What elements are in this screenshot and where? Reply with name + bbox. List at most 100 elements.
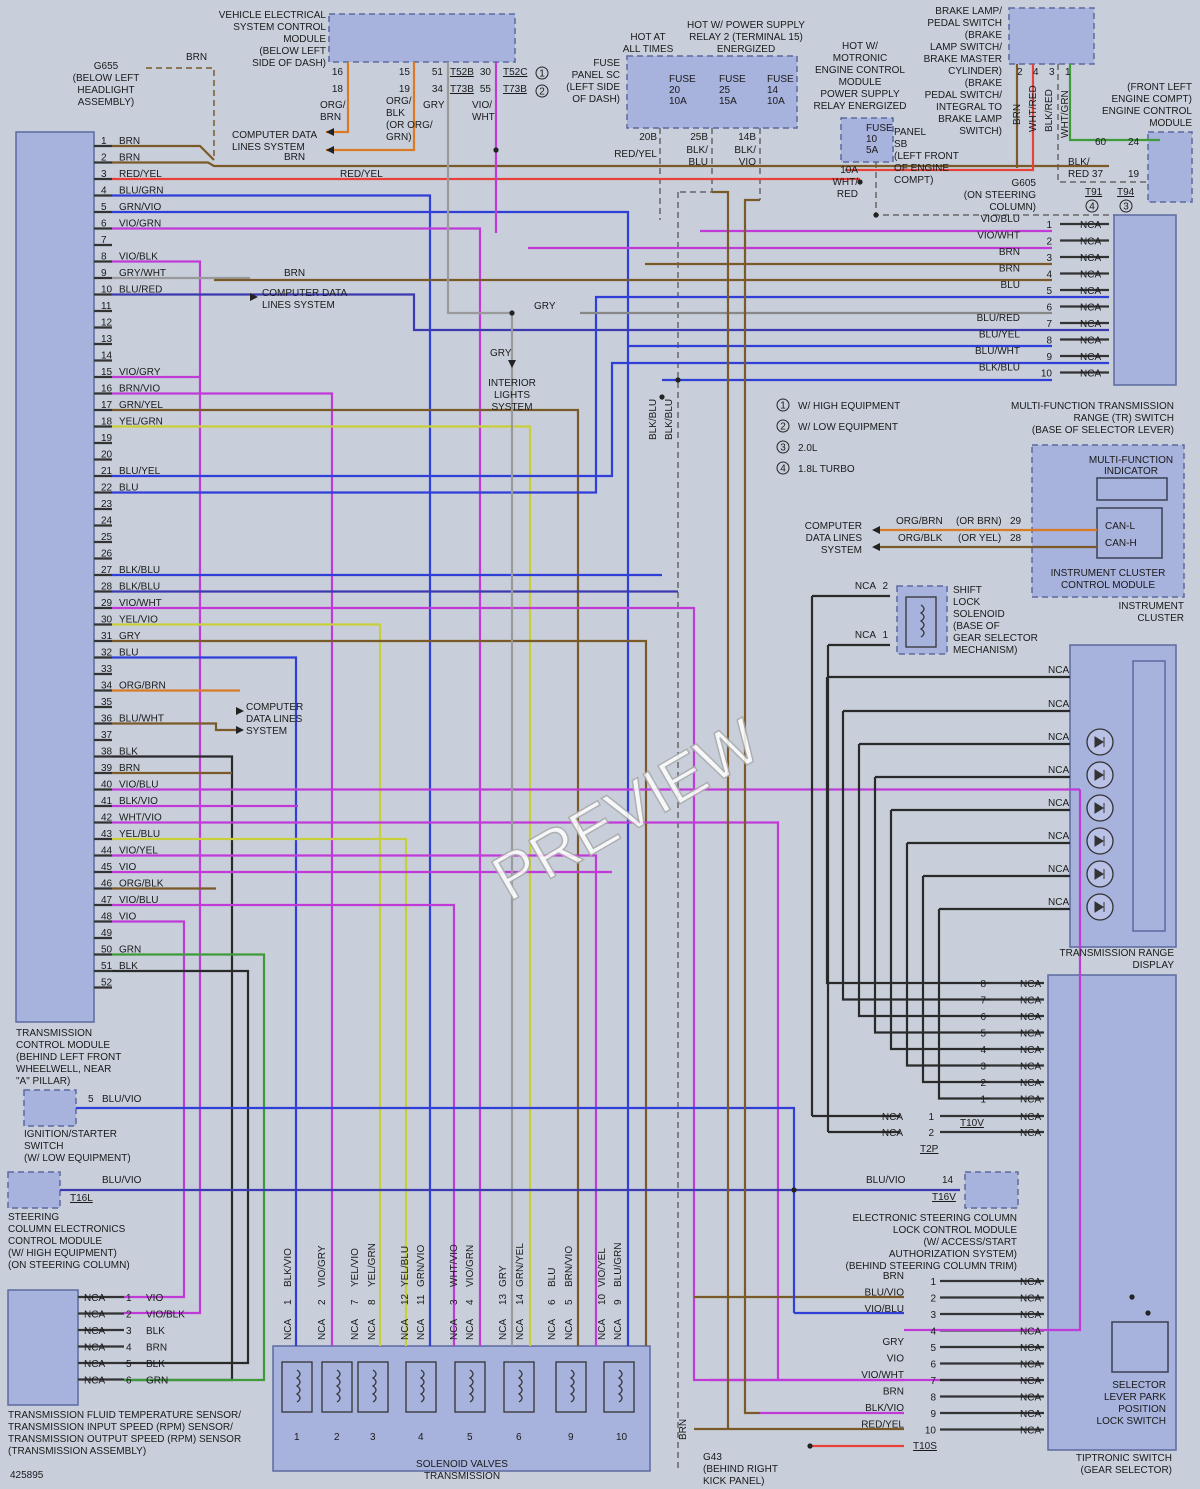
tcm-pin-wire-28: BLK/BLU xyxy=(119,582,160,593)
park-lock-title-line-0: SELECTOR xyxy=(1112,1380,1166,1391)
wire-tcm48-vio xyxy=(112,920,186,1299)
t10v-rnca-2: NCA xyxy=(1020,1128,1041,1139)
solenoid-coil-3 xyxy=(357,1361,389,1413)
fuse-panel-sc-title-line-3: OF DASH) xyxy=(572,94,620,105)
tip-pin-3: 3 xyxy=(930,1310,936,1321)
tr-nca-9: NCA xyxy=(1080,352,1101,363)
tr-pin-10: 10 xyxy=(1041,369,1053,380)
g605-title-line-0: G605 xyxy=(1012,178,1037,189)
fuse-panel-sc-title-line-0: FUSE xyxy=(593,58,620,69)
coil-group xyxy=(281,596,937,1413)
tr-pin-1: 1 xyxy=(1046,220,1052,231)
tr-nca-3: NCA xyxy=(1080,253,1101,264)
shift-lock-coil xyxy=(905,596,937,648)
cdls-low-line-2: SYSTEM xyxy=(246,726,287,737)
wire-disp-drop-4 xyxy=(889,810,990,1051)
disp-pin-2: 2 xyxy=(980,1078,986,1089)
fuse-panel-sb-title-line-2: (LEFT FRONT xyxy=(894,151,959,162)
mfi-title-line-1: INDICATOR xyxy=(1104,466,1158,477)
transmission-control-module xyxy=(15,131,95,1023)
tip-nca-5: NCA xyxy=(1020,1343,1041,1354)
hot-motronic-line-5: RELAY ENERGIZED xyxy=(814,101,907,112)
fuse-sb-wire-line-1: WHT/ xyxy=(832,177,858,188)
solenoids-title-line-1: TRANSMISSION xyxy=(424,1471,500,1482)
sol-nca-9: NCA xyxy=(613,1319,624,1340)
tr-wire-9: BLU/WHT xyxy=(975,346,1020,357)
multi-function-tr-switch xyxy=(1113,214,1177,386)
callout-t94-label: 3 xyxy=(1123,202,1129,213)
conn-t2p: T2P xyxy=(920,1144,939,1155)
legend-3: 1.8L TURBO xyxy=(798,464,855,475)
tip-nca-1: NCA xyxy=(1020,1277,1041,1288)
ic-wire-orgblk: ORG/BLK xyxy=(898,533,943,544)
solenoid-coil-2 xyxy=(321,1361,353,1413)
tr-nca-10: NCA xyxy=(1080,369,1101,380)
sol-pin-2: 2 xyxy=(317,1299,328,1305)
cdls-ic-line-1: DATA LINES xyxy=(806,533,863,544)
sol-pin-11: 11 xyxy=(416,1294,427,1305)
wire-tcm16-brnvio xyxy=(112,392,334,1346)
doc-number: 425895 xyxy=(10,1470,44,1481)
vesc-title-line-1: SYSTEM CONTROL xyxy=(233,22,326,33)
wire-tcm30-yelvio xyxy=(112,623,382,1346)
cdls-ic-line-2: SYSTEM xyxy=(821,545,862,556)
wire-tcm6-viogrn xyxy=(112,227,482,1346)
vehicle-electrical-system-control-module xyxy=(328,13,516,63)
tcm-pin-wire-47: VIO/BLU xyxy=(119,895,158,906)
disp-nca-7: NCA xyxy=(1020,996,1041,1007)
tcm-pin-wire-46: ORG/BLK xyxy=(119,879,164,890)
tip-wire-2: BLU/VIO xyxy=(865,1288,905,1299)
led-4-diode xyxy=(1094,868,1105,880)
park-lock-switch-box xyxy=(1111,1321,1169,1373)
brake-pin-1: 1 xyxy=(1065,67,1071,78)
tcm-pin-wire-40: VIO/BLU xyxy=(119,780,158,791)
brake-switch-title-line-4: BRAKE MASTER xyxy=(924,54,1002,65)
sol-wire-10: VIO/YEL xyxy=(597,1248,608,1287)
tcm-pin-wire-30: YEL/VIO xyxy=(119,615,158,626)
junction-0 xyxy=(493,147,499,153)
hot-all-times-line-1: ALL TIMES xyxy=(623,44,674,55)
tr-wire-10: BLK/BLU xyxy=(979,363,1020,374)
vesc-wire-orgbrn-line-1: BRN xyxy=(320,112,341,123)
arrow-cdls-ic-2 xyxy=(872,543,880,551)
tcm-pin-wire-51: BLK xyxy=(119,961,138,972)
conn-t73b-b: T73B xyxy=(503,84,527,95)
ecm-wire-line-1: RED 37 xyxy=(1068,169,1103,180)
tiptronic-title-line-1: (GEAR SELECTOR) xyxy=(1081,1465,1173,1476)
callout-t91-label: 4 xyxy=(1089,202,1095,213)
ic-wire-oryel-alt: (OR YEL) xyxy=(958,533,1001,544)
sensor-nca-4: NCA xyxy=(84,1343,105,1354)
sol-pin-1: 1 xyxy=(283,1299,294,1305)
brake-lamp-switch xyxy=(1008,7,1095,65)
legend-callout-2 xyxy=(776,440,790,454)
shift-lock-nca-1: NCA xyxy=(855,630,876,641)
junction-2 xyxy=(675,377,681,383)
sensor-wire-4: BRN xyxy=(146,1343,167,1354)
fuse-wire-blk-2: BLK/ xyxy=(734,145,756,156)
disp-row-nca-3: NCA xyxy=(1048,765,1069,776)
shift-lock-title-line-4: GEAR SELECTOR xyxy=(953,633,1038,644)
display-bar xyxy=(1132,660,1166,932)
sol-nca-1: NCA xyxy=(283,1319,294,1340)
label-gry-junction: GRY xyxy=(534,301,556,312)
junction-6 xyxy=(873,212,879,218)
label-redyel-main: RED/YEL xyxy=(340,169,383,180)
wire-tcm43-yelblu xyxy=(112,837,408,1346)
shift-lock-title-line-2: SOLENOID xyxy=(953,609,1005,620)
legend-callout-1-label: 2 xyxy=(780,422,786,433)
junction-1 xyxy=(509,310,515,316)
shift-lock-title-line-0: SHIFT xyxy=(953,585,982,596)
tcm-pin-23: 23 xyxy=(101,499,113,510)
disp-pin-6: 6 xyxy=(980,1012,986,1023)
brake-pin-2: 2 xyxy=(1017,67,1023,78)
sensor-nca-2: NCA xyxy=(84,1310,105,1321)
tcm-pin-14: 14 xyxy=(101,351,113,362)
tip-wire-7: VIO/WHT xyxy=(861,1370,904,1381)
sol-wire-13: GRY xyxy=(498,1265,509,1287)
tip-nca-4: NCA xyxy=(1020,1327,1041,1338)
tcm-pin-wire-4: BLU/GRN xyxy=(119,186,163,197)
sol-wire-7: YEL/VIO xyxy=(350,1248,361,1287)
g605-title-line-1: (ON STEERING xyxy=(964,190,1036,201)
vesc-pin-19: 19 xyxy=(399,84,411,95)
disp-row-nca-2: NCA xyxy=(1048,732,1069,743)
